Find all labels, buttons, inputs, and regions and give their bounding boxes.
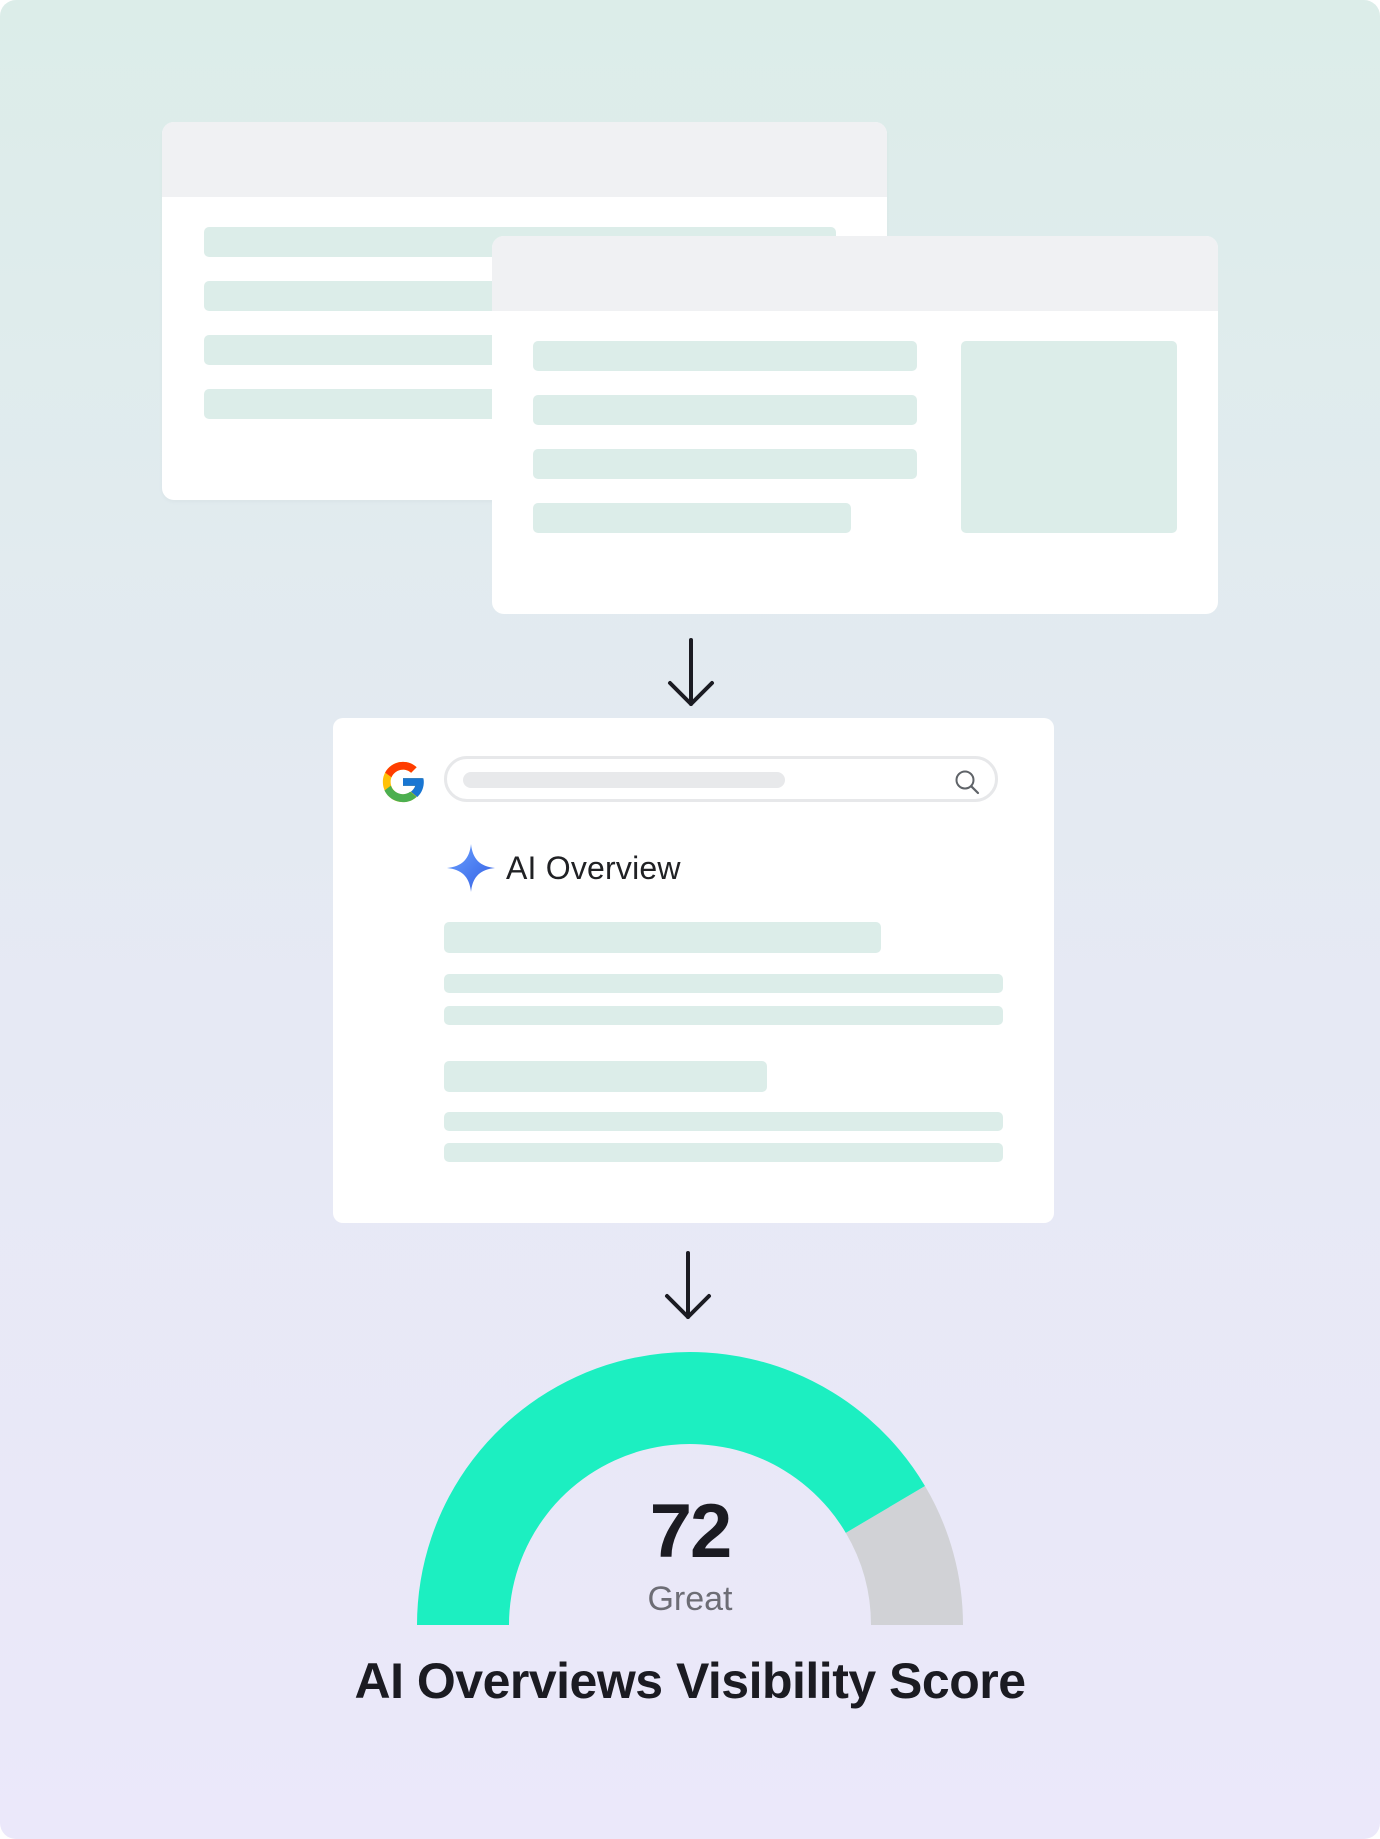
maximize-dot-icon (266, 149, 288, 171)
content-placeholder-line (533, 503, 851, 533)
google-g-icon (382, 761, 425, 803)
visibility-score-gauge (417, 1352, 963, 1625)
maximize-dot-icon (596, 263, 618, 285)
gauge-fill (417, 1352, 925, 1625)
sparkle-icon (447, 844, 495, 892)
ai-overview-heading-placeholder (444, 1061, 767, 1092)
search-results-card: AI Overview (333, 718, 1054, 1223)
browser-window-front (492, 236, 1218, 614)
down-arrow-icon (668, 638, 714, 706)
score-title: AI Overviews Visibility Score (354, 1653, 1026, 1709)
content-placeholder-line (533, 449, 917, 479)
close-dot-icon (185, 149, 207, 171)
score-rating: Great (647, 1580, 733, 1618)
magnifier-icon[interactable] (953, 768, 981, 796)
ai-overview-text-placeholder (444, 974, 1003, 993)
ai-overview-text-placeholder (444, 1143, 1003, 1162)
ai-overview-label: AI Overview (506, 850, 681, 886)
content-placeholder-line (533, 395, 917, 425)
minimize-dot-icon (225, 149, 247, 171)
score-value: 72 (649, 1489, 733, 1574)
down-arrow-icon (665, 1251, 711, 1319)
content-placeholder-line (533, 341, 917, 371)
image-placeholder (961, 341, 1177, 533)
ai-overview-text-placeholder (444, 1112, 1003, 1131)
minimize-dot-icon (555, 263, 577, 285)
window-titlebar (492, 236, 1218, 311)
ai-overview-heading-placeholder (444, 922, 881, 953)
gauge-track (845, 1486, 963, 1625)
ai-overview-text-placeholder (444, 1006, 1003, 1025)
close-dot-icon (515, 263, 537, 285)
search-input[interactable] (444, 756, 998, 802)
search-query-placeholder (463, 772, 785, 788)
window-titlebar (162, 122, 887, 197)
